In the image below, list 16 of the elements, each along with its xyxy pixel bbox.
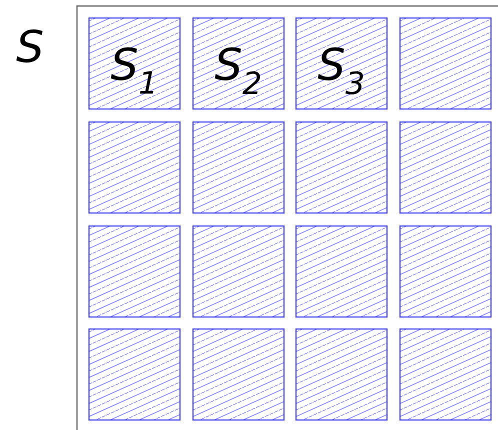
hatched-square <box>296 122 388 214</box>
hatched-square: S$_{1}$ <box>88 18 180 110</box>
hatched-square: S$_{2}$ <box>192 18 284 110</box>
hatched-square <box>192 226 284 318</box>
hatched-square <box>296 328 388 420</box>
hatched-square <box>400 18 492 110</box>
hatched-square <box>192 122 284 214</box>
hatched-square <box>88 328 180 420</box>
hatched-square: S$_{3}$ <box>296 18 388 110</box>
hatched-square <box>296 226 388 318</box>
hatched-square <box>88 226 180 318</box>
hatched-square <box>400 122 492 214</box>
hatched-square <box>192 328 284 420</box>
hatched-square <box>400 328 492 420</box>
hatched-square <box>88 122 180 214</box>
hatched-square <box>400 226 492 318</box>
